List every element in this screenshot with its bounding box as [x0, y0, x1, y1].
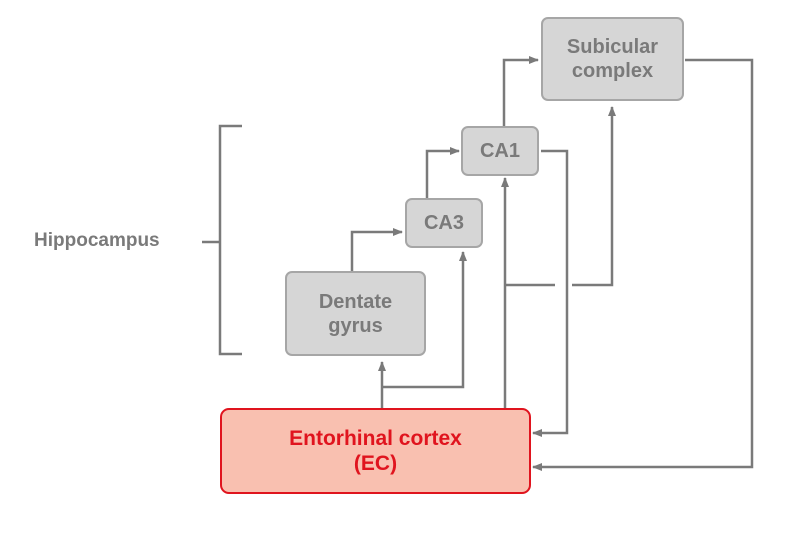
ec-line2: (EC)	[353, 452, 398, 475]
arrow-ca1-to-ec	[532, 149, 569, 437]
arrow-ec-to-subicular	[505, 107, 612, 287]
ec-line1: Entorhinal cortex	[289, 426, 462, 450]
ca3-label: CA3	[423, 212, 464, 234]
arrow-ca1-to-subicular	[502, 56, 539, 126]
ca1-label: CA1	[479, 140, 520, 162]
dentate-gyrus-node: Dentate gyrus	[285, 271, 426, 356]
hippocampus-bracket	[202, 124, 242, 356]
subicular-line1: Subicular	[566, 36, 659, 58]
dentate-line1: Dentate	[318, 290, 393, 313]
hippocampus-label: Hippocampus	[34, 230, 160, 251]
subicular-line2: complex	[571, 60, 654, 82]
arrow-ec-to-ca3	[382, 251, 467, 389]
dentate-line2: gyrus	[328, 314, 383, 337]
ca1-node: CA1	[461, 126, 539, 176]
arrow-ca3-to-ca1	[425, 147, 460, 198]
arrow-subicular-to-ec	[532, 58, 754, 471]
arrow-dentate-to-ca3	[350, 228, 403, 271]
ca3-node: CA3	[405, 198, 483, 248]
entorhinal-cortex-node: Entorhinal cortex (EC)	[220, 408, 531, 494]
subicular-complex-node: Subicular complex	[541, 17, 684, 101]
